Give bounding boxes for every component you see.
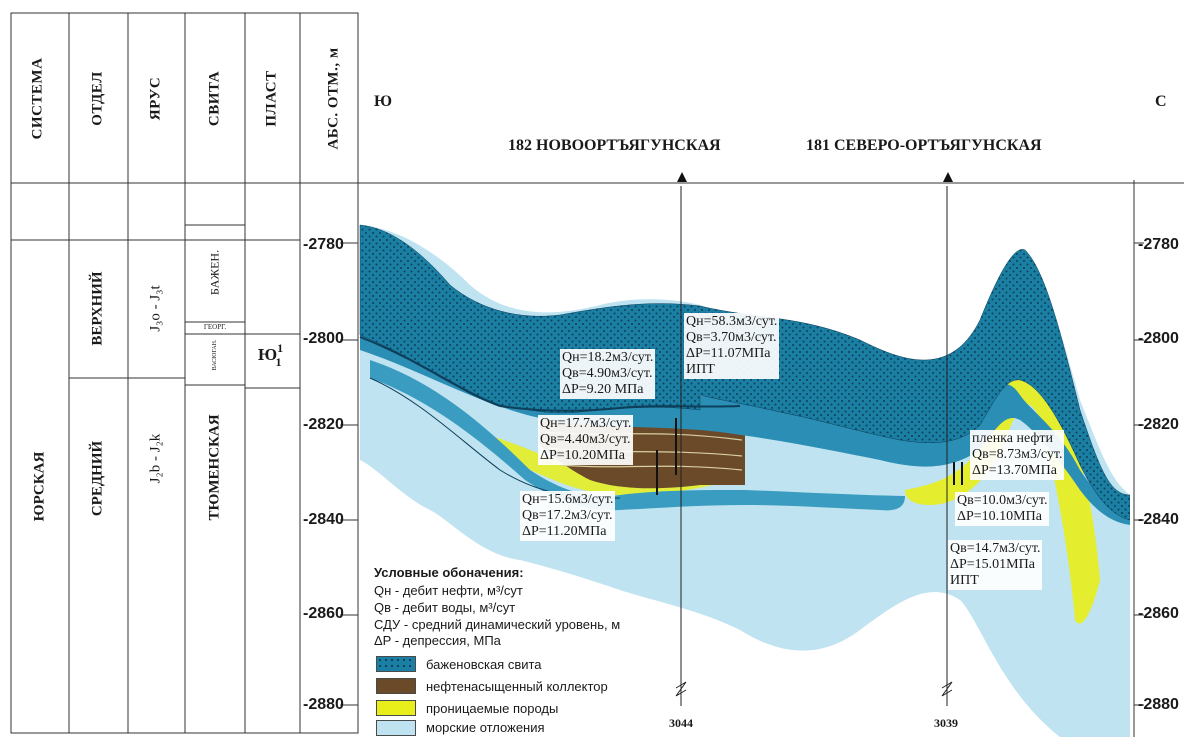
ann-line: Qн=17.7м3/сут. xyxy=(540,416,632,431)
ann-line: ΔP=15.01МПа xyxy=(950,557,1035,572)
header-plast: ПЛАСТ xyxy=(263,70,280,127)
header-otdel: ОТДЕЛ xyxy=(89,71,106,126)
annotation-well-182-upper: Qн=58.3м3/сут. Qв=3.70м3/сут. ΔP=11.07МП… xyxy=(684,313,780,379)
legend-swatch-marine xyxy=(376,720,416,736)
legend-title: Условные обоначения: xyxy=(374,565,524,580)
depth-label-right-2880: -2880 xyxy=(1138,696,1179,713)
plast-sup: 1 xyxy=(277,341,283,355)
depth-label-2880: -2880 xyxy=(303,696,344,713)
legend-swatch-oil-reservoir xyxy=(376,678,416,694)
division-middle: СРЕДНИЙ xyxy=(89,440,106,517)
ann-line: ΔP=13.70МПа xyxy=(972,463,1057,478)
division-upper: ВЕРХНИЙ xyxy=(89,271,106,346)
depth-label-right-2800: -2800 xyxy=(1138,330,1179,347)
plast-label: Ю11 xyxy=(258,341,289,369)
plast-name: Ю xyxy=(258,345,278,364)
svita-vasyugan: ВАСЮГАН. xyxy=(212,339,218,371)
ann-line: Qн=58.3м3/сут. xyxy=(686,314,778,329)
depth-label-right-2860: -2860 xyxy=(1138,605,1179,622)
ann-line: Qв=4.40м3/сут. xyxy=(540,432,631,447)
ann-line: Qн=18.2м3/сут. xyxy=(562,350,654,365)
ann-line: ΔP=9.20 МПа xyxy=(562,382,644,397)
direction-south: Ю xyxy=(374,93,393,110)
svita-tyumen: ТЮМЕНСКАЯ xyxy=(206,414,223,521)
header-yarus: ЯРУС xyxy=(147,76,164,121)
legend-swatch-permeable xyxy=(376,700,416,716)
depth-label-2820: -2820 xyxy=(303,416,344,433)
annotation-well-181-a7: Qв=14.7м3/сут. ΔP=15.01МПа ИПТ xyxy=(948,540,1043,590)
right-depth-frame xyxy=(1133,180,1144,737)
ann-line: ИПТ xyxy=(686,362,715,377)
legend-swatch-bazhenov xyxy=(376,656,416,672)
legend-note-sdu: СДУ - средний динамический уровень, м xyxy=(374,617,621,632)
header-abs-otm: АБС. ОТМ., м xyxy=(325,47,342,150)
section-header-line xyxy=(358,182,1184,184)
well-181-number: 3039 xyxy=(934,716,958,730)
legend-label-marine: морские отложения xyxy=(426,720,545,735)
ann-line: Qн=15.6м3/сут. xyxy=(522,492,614,507)
annotation-well-181-a5: пленка нефти Qв=8.73м3/сут. ΔP=13.70МПа xyxy=(970,430,1065,480)
legend-note-qn: Qн - дебит нефти, м³/сут xyxy=(374,583,523,598)
well-182-title: 182 НОВООРТЪЯГУНСКАЯ xyxy=(508,137,721,154)
depth-label-right-2820: -2820 xyxy=(1138,416,1179,433)
ann-line: Qв=14.7м3/сут. xyxy=(950,541,1041,556)
depth-label-2780: -2780 xyxy=(303,236,344,253)
legend-label-oil-reservoir: нефтенасыщенный коллектор xyxy=(426,679,608,694)
well-break-marks xyxy=(675,681,953,697)
annotation-well-182-a2: Qн=18.2м3/сут. Qв=4.90м3/сут. ΔP=9.20 МП… xyxy=(560,349,656,399)
ann-line: пленка нефти xyxy=(972,431,1054,446)
svita-bazhen: БАЖЕН. xyxy=(207,249,222,296)
stage-middle: J₂b - J₂k xyxy=(147,433,164,484)
depth-label-right-2840: -2840 xyxy=(1138,511,1179,528)
depth-label-2840: -2840 xyxy=(303,511,344,528)
well-182-arrow-icon xyxy=(677,172,687,182)
header-sistema: СИСТЕМА xyxy=(29,57,46,140)
depth-label-right-2780: -2780 xyxy=(1138,236,1179,253)
ann-line: Qв=10.0м3/сут. xyxy=(957,493,1048,508)
legend-label-permeable: проницаемые породы xyxy=(426,701,559,716)
ann-line: ΔP=10.20МПа xyxy=(540,448,625,463)
stage-upper: J₃o - J₃t xyxy=(147,285,164,332)
annotation-well-182-a4: Qн=15.6м3/сут. Qв=17.2м3/сут. ΔP=11.20МП… xyxy=(520,491,616,541)
perforation-marks xyxy=(656,418,963,495)
upper-blue-band xyxy=(360,330,1130,525)
well-182-number: 3044 xyxy=(669,716,693,730)
ann-line: ΔP=11.07МПа xyxy=(686,346,771,361)
system-jurassic: ЮРСКАЯ xyxy=(31,451,48,522)
header-svita: СВИТА xyxy=(206,70,223,127)
lower-blue-band xyxy=(370,360,905,511)
depth-label-2860: -2860 xyxy=(303,605,344,622)
annotation-well-182-a3: Qн=17.7м3/сут. Qв=4.40м3/сут. ΔP=10.20МП… xyxy=(538,415,634,465)
permeable-lens-right xyxy=(905,349,1100,624)
depth-label-2800: -2800 xyxy=(303,330,344,347)
bazhenov-base-line xyxy=(359,336,741,412)
direction-north: С xyxy=(1155,93,1167,110)
ann-line: Qв=17.2м3/сут. xyxy=(522,508,613,523)
ann-line: ΔP=10.10МПа xyxy=(957,509,1042,524)
ann-line: Qв=4.90м3/сут. xyxy=(562,366,653,381)
legend-note-dp: ΔP - депрессия, МПа xyxy=(374,633,501,648)
ann-line: ИПТ xyxy=(950,573,979,588)
annotation-well-181-a6: Qв=10.0м3/сут. ΔP=10.10МПа xyxy=(955,492,1050,526)
ann-line: ΔP=11.20МПа xyxy=(522,524,607,539)
well-181-arrow-icon xyxy=(943,172,953,182)
well-181-title: 181 СЕВЕРО-ОРТЪЯГУНСКАЯ xyxy=(806,137,1042,154)
ann-line: Qв=8.73м3/сут. xyxy=(972,447,1063,462)
legend-note-qv: Qв - дебит воды, м³/сут xyxy=(374,600,516,615)
strat-column-frame xyxy=(10,12,359,734)
legend-label-bazhenov: баженовская свита xyxy=(426,657,542,672)
svita-georg: ГЕОРГ. xyxy=(203,323,227,331)
ann-line: Qв=3.70м3/сут. xyxy=(686,330,777,345)
plast-sub: 1 xyxy=(275,355,282,369)
